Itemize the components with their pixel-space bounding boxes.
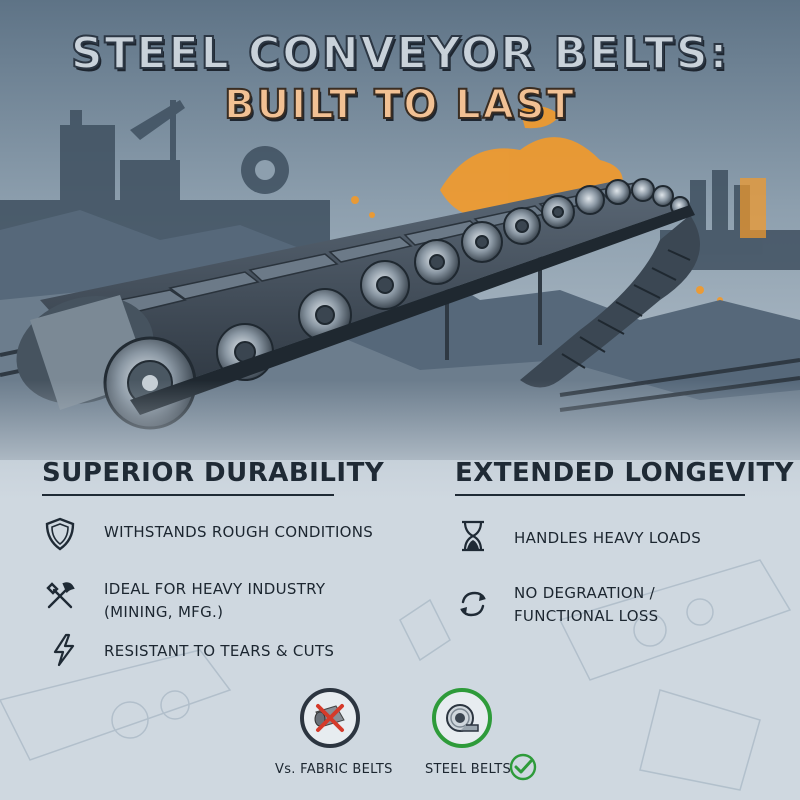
feature-resistant-tears: RESISTANT TO TEARS & CUTS xyxy=(104,642,335,660)
feature-no-degradation-line2: FUNCTIONAL LOSS xyxy=(514,607,659,625)
feature-heavy-industry-line1: IDEAL FOR HEAVY INDUSTRY xyxy=(104,580,326,598)
left-heading-divider xyxy=(42,494,334,496)
fabric-roll-crossed-icon xyxy=(314,704,345,732)
lightning-icon xyxy=(53,633,75,667)
right-heading-divider xyxy=(455,494,745,496)
title-line-1: STEEL CONVEYOR BELTS: xyxy=(70,27,730,80)
fabric-belts-label: Vs. FABRIC BELTS xyxy=(275,762,393,777)
shield-icon xyxy=(45,517,75,551)
title-line-2: BUILT TO LAST xyxy=(223,81,576,129)
feature-no-degradation-line1: NO DEGRAATION / xyxy=(514,584,655,602)
tools-icon xyxy=(46,582,75,609)
feature-heavy-industry-line2: (MINING, MFG.) xyxy=(104,603,224,621)
steel-belt-badge xyxy=(432,688,492,748)
check-icon xyxy=(509,753,537,781)
feature-heavy-loads: HANDLES HEAVY LOADS xyxy=(514,529,702,547)
steel-belts-label: STEEL BELTS xyxy=(425,762,512,777)
superior-durability-heading: SUPERIOR DURABILITY xyxy=(42,458,385,488)
steel-roll-icon xyxy=(446,704,479,732)
extended-longevity-heading: EXTENDED LONGEVITY xyxy=(455,458,795,488)
fabric-belt-badge xyxy=(300,688,360,748)
feature-withstands-rough: WITHSTANDS ROUGH CONDITIONS xyxy=(104,523,374,541)
hourglass-icon xyxy=(462,520,484,552)
cycle-arrows-icon xyxy=(460,591,486,617)
